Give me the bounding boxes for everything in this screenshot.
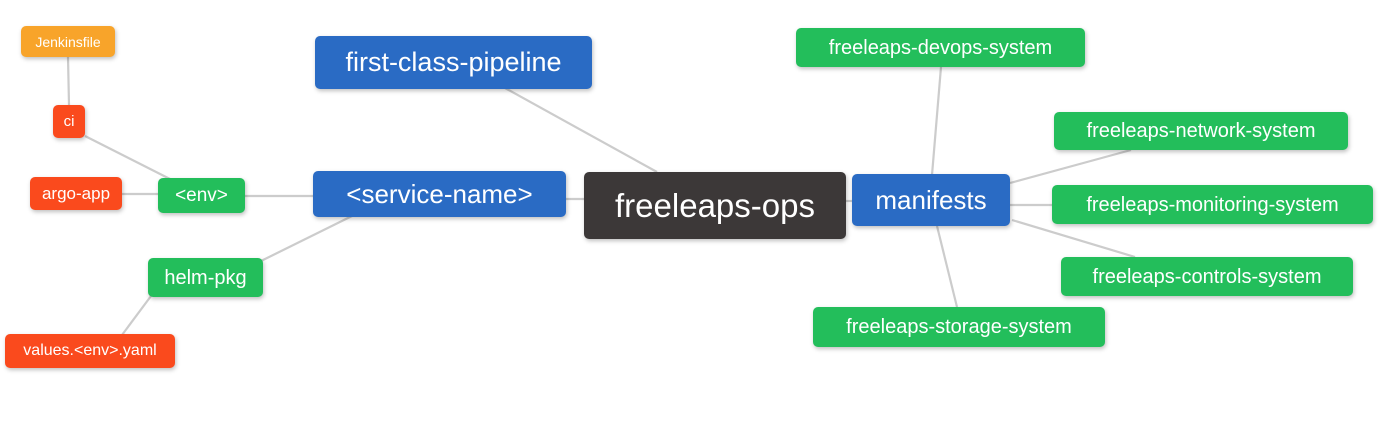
edge-manifests-to-freeleaps-network-system: [1009, 148, 1132, 185]
node-label: helm-pkg: [164, 266, 247, 289]
node-label: argo-app: [41, 184, 111, 203]
node-freeleaps-controls-system[interactable]: freeleaps-controls-system: [1061, 257, 1353, 296]
node-label: freeleaps-devops-system: [828, 36, 1053, 59]
node-freeleaps-ops[interactable]: freeleaps-ops: [584, 172, 846, 239]
edge-jenkinsfile-to-ci: [66, 56, 71, 106]
edge-service-name-to-helm-pkg: [260, 215, 353, 262]
node-env[interactable]: <env>: [158, 178, 245, 213]
edge-ci-to-env: [84, 135, 171, 180]
node-helm-pkg[interactable]: helm-pkg: [148, 258, 263, 297]
node-label: first-class-pipeline: [345, 47, 562, 77]
node-argo-app[interactable]: argo-app: [30, 177, 122, 210]
node-label: freeleaps-controls-system: [1092, 265, 1322, 288]
node-service-name[interactable]: <service-name>: [313, 171, 566, 217]
node-jenkinsfile[interactable]: Jenkinsfile: [21, 26, 115, 57]
node-first-class-pipeline[interactable]: first-class-pipeline: [315, 36, 592, 89]
edge-manifests-to-freeleaps-devops-system: [930, 66, 943, 176]
node-label: manifests: [875, 185, 987, 215]
node-freeleaps-network-system[interactable]: freeleaps-network-system: [1054, 112, 1348, 150]
node-label: values.<env>.yaml: [23, 342, 157, 359]
node-label: Jenkinsfile: [35, 33, 101, 50]
node-freeleaps-storage-system[interactable]: freeleaps-storage-system: [813, 307, 1105, 347]
edge-helm-pkg-to-values-env-yaml: [121, 295, 152, 336]
edge-manifests-to-freeleaps-controls-system: [1011, 218, 1136, 259]
node-freeleaps-monitoring-system[interactable]: freeleaps-monitoring-system: [1052, 185, 1373, 224]
node-manifests[interactable]: manifests: [852, 174, 1010, 226]
node-label: freeleaps-storage-system: [846, 316, 1072, 338]
edge-manifests-to-freeleaps-storage-system: [935, 225, 959, 308]
node-freeleaps-devops-system[interactable]: freeleaps-devops-system: [796, 28, 1085, 67]
node-label: freeleaps-monitoring-system: [1086, 193, 1339, 216]
node-label: freeleaps-network-system: [1086, 120, 1316, 142]
node-label: <service-name>: [346, 179, 533, 209]
edge-first-class-pipeline-to-freeleaps-ops: [504, 87, 658, 173]
node-ci[interactable]: ci: [53, 105, 85, 138]
node-label: freeleaps-ops: [615, 187, 815, 224]
node-label: ci: [63, 113, 75, 130]
node-values-env-yaml[interactable]: values.<env>.yaml: [5, 334, 175, 368]
node-label: <env>: [175, 185, 228, 206]
